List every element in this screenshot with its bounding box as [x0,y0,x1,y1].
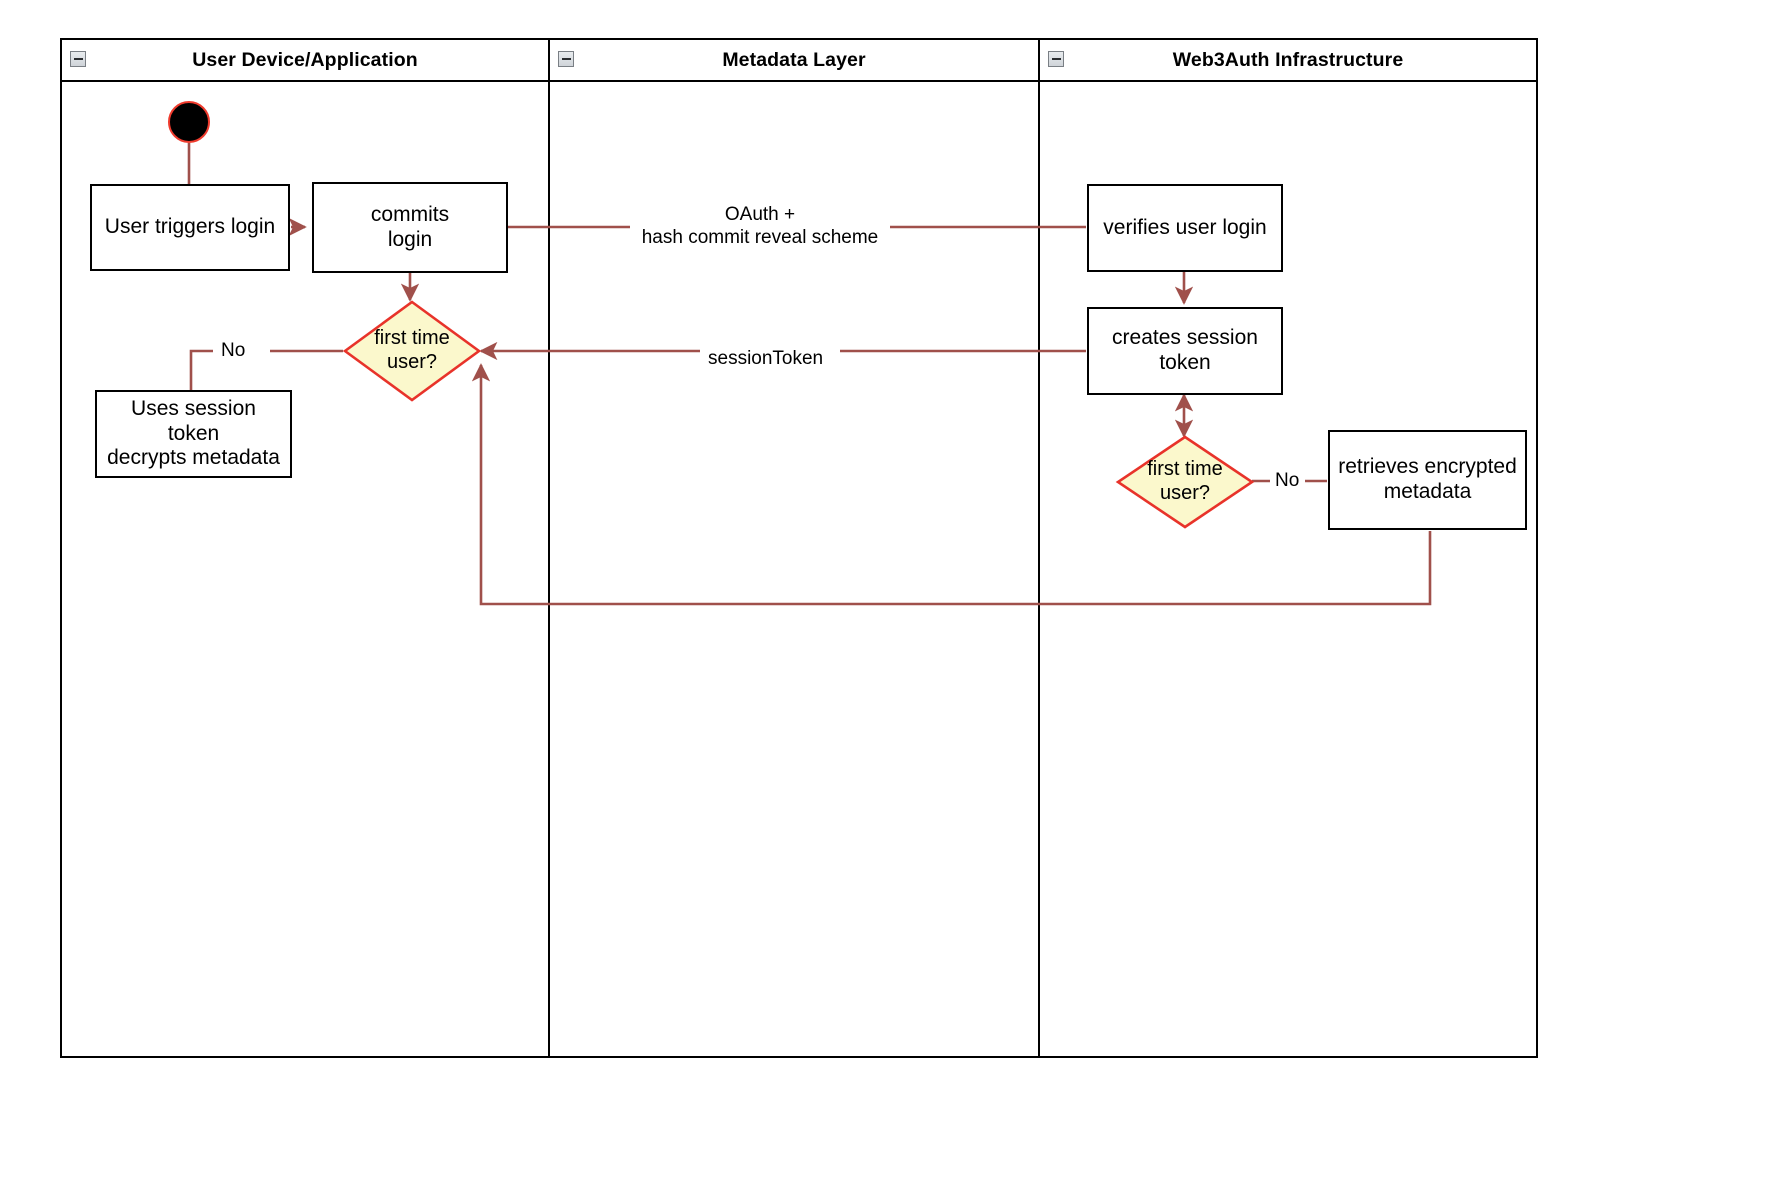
edge-label-oauth-line1: OAuth + [724,204,796,225]
action-user-triggers-login[interactable]: User triggers login [90,184,290,271]
action-label-line3: decrypts metadata [107,446,280,470]
action-label-line2: token [1159,351,1211,374]
action-label-line1: retrieves encrypted [1338,455,1517,479]
lane-title-user-device: User Device/Application [192,48,418,71]
lane-header-web3auth: Web3Auth Infrastructure [1040,40,1536,82]
decision-first-time-user-left[interactable]: first time user? [342,300,482,402]
lane-user-device: User Device/Application [62,40,548,1056]
initial-node[interactable] [168,101,210,143]
action-retrieves-encrypted-metadata[interactable]: retrieves encrypted metadata [1328,430,1527,530]
action-label-line2: login [387,227,433,251]
action-label: User triggers login [104,215,276,239]
action-commits-login[interactable]: commits login [312,182,508,273]
lane-header-metadata-layer: Metadata Layer [550,40,1038,82]
minus-icon[interactable] [1048,51,1064,67]
action-label-line1: Uses session [131,396,256,420]
lane-header-user-device: User Device/Application [62,40,548,82]
action-label-line2: metadata [1383,480,1472,503]
lane-metadata-layer: Metadata Layer [548,40,1038,1056]
edge-label-no-right: No [1270,470,1305,493]
edge-label-no-left: No [216,340,251,363]
action-creates-session-token[interactable]: creates session token [1087,307,1283,395]
minus-icon[interactable] [558,51,574,67]
action-verifies-user-login[interactable]: verifies user login [1087,184,1283,272]
action-label-line1: commits [370,202,450,226]
decision-first-time-user-right[interactable]: first time user? [1115,435,1255,529]
action-uses-session-token[interactable]: Uses session token decrypts metadata [95,390,292,478]
edge-label-oauth-line2: hash commit reveal scheme [641,226,879,248]
edge-label-oauth: OAuth + hash commit reveal scheme [630,204,890,250]
action-label-line2: token [167,421,220,445]
minus-icon[interactable] [70,51,86,67]
action-label: verifies user login [1103,215,1267,239]
lane-title-metadata-layer: Metadata Layer [722,48,866,71]
action-label-line1: creates session [1112,326,1258,350]
edge-label-session-token: sessionToken [703,348,829,371]
lane-title-web3auth: Web3Auth Infrastructure [1172,48,1404,71]
